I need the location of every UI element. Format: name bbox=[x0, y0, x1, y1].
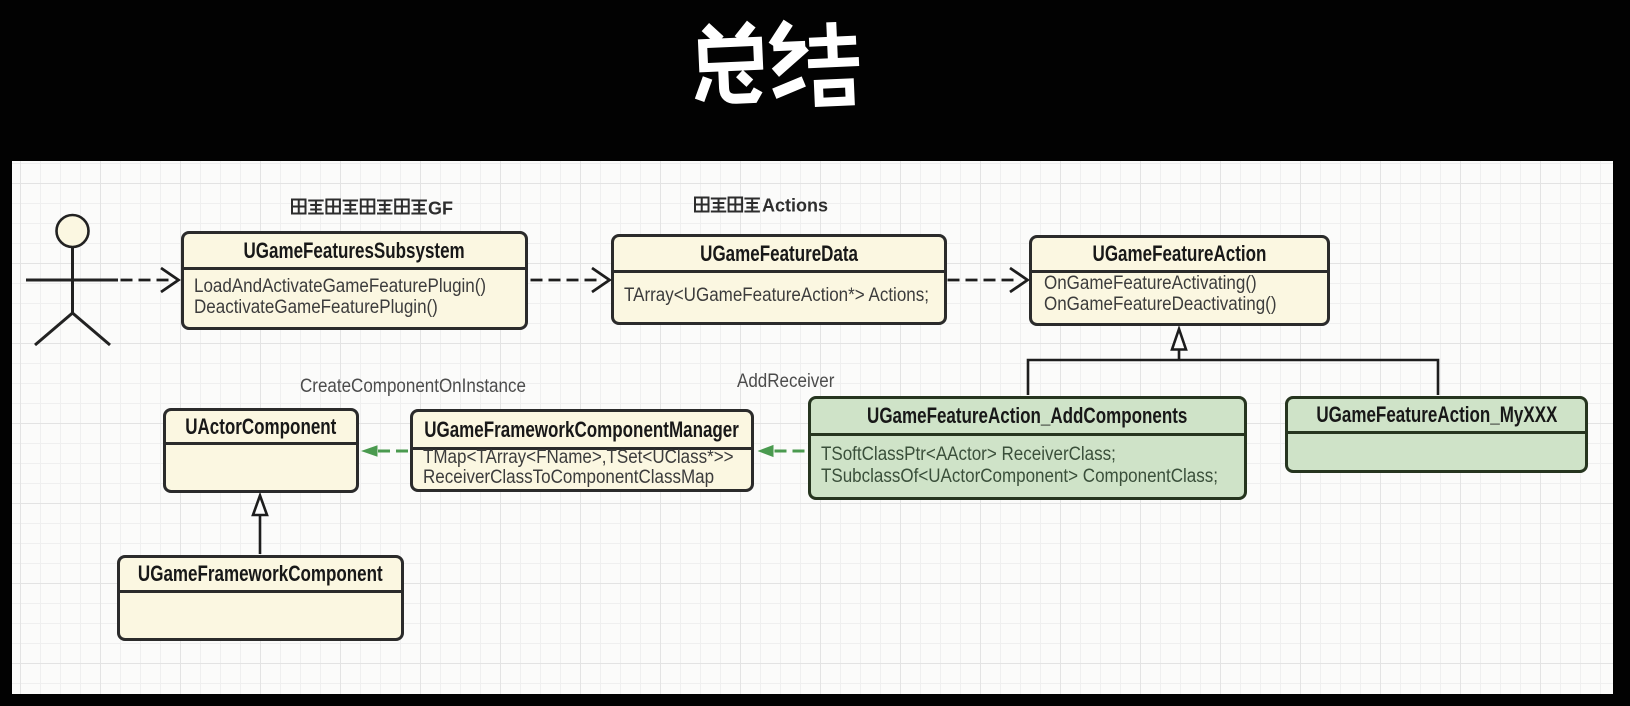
svg-text:Actions: Actions bbox=[762, 196, 828, 216]
svg-text:GF: GF bbox=[428, 199, 453, 219]
